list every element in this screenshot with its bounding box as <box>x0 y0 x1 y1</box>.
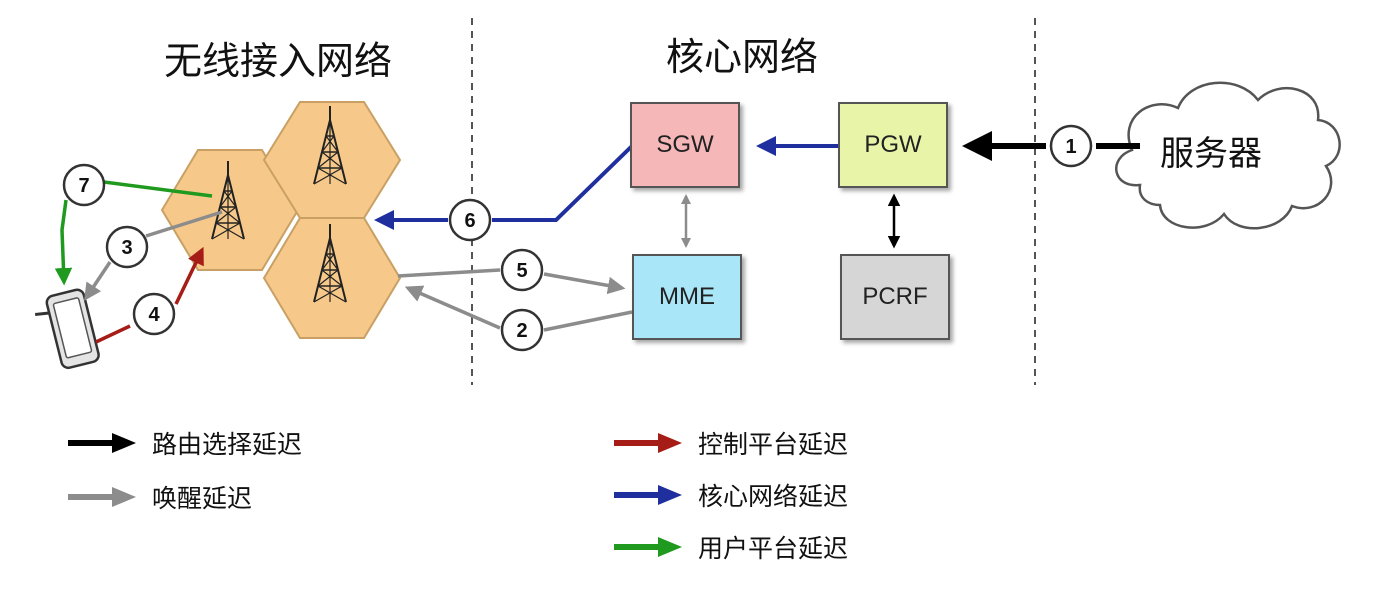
step4-arrow <box>174 246 204 305</box>
legend-arrow-icon <box>614 485 682 505</box>
legend-arrow-icon <box>614 433 682 453</box>
legend-arrow-icon <box>68 433 136 453</box>
step-number: 7 <box>78 175 89 197</box>
step-number: 5 <box>516 260 527 282</box>
step2-arrow <box>404 285 501 330</box>
step7-arrow <box>54 199 73 286</box>
step-number: 6 <box>464 210 475 232</box>
phone-icon <box>34 288 100 370</box>
cell-bottom <box>262 217 402 339</box>
step4-line <box>95 324 131 344</box>
step-5: 5 <box>500 248 544 292</box>
step-1: 1 <box>1049 124 1093 168</box>
sgw-node: SGW <box>630 102 740 188</box>
step2-line <box>543 310 633 332</box>
server-label: 服务器 <box>1160 134 1262 174</box>
step-number: 1 <box>1065 136 1076 158</box>
step5-arrow <box>543 272 626 295</box>
legend-label: 唤醒延迟 <box>152 484 253 513</box>
step-number: 3 <box>121 237 132 259</box>
legend-item-core-network: 核心网络延迟 <box>612 478 848 512</box>
step3-arrow <box>84 261 112 301</box>
legend-arrow-icon <box>68 487 136 507</box>
legend-item-user-plane: 用户平台延迟 <box>612 530 848 564</box>
legend-label: 用户平台延迟 <box>698 534 849 563</box>
step3-line <box>145 210 223 238</box>
mme-node: MME <box>632 254 742 340</box>
legend-arrow-icon <box>614 537 682 557</box>
step-4: 4 <box>132 292 176 336</box>
legend-label: 控制平台延迟 <box>698 430 849 459</box>
step-3: 3 <box>105 225 149 269</box>
step-number: 4 <box>148 304 160 326</box>
legend-label: 路由选择延迟 <box>152 430 303 459</box>
legend-item-routing: 路由选择延迟 <box>66 426 302 460</box>
step-number: 2 <box>516 320 527 342</box>
legend-item-wakeup: 唤醒延迟 <box>66 480 252 514</box>
sgw-to-step6-line <box>492 144 634 222</box>
pgw-node: PGW <box>838 102 948 188</box>
legend-item-control-plane: 控制平台延迟 <box>612 426 848 460</box>
step-2: 2 <box>500 308 544 352</box>
legend-label: 核心网络延迟 <box>698 482 849 511</box>
step7-line <box>103 180 213 198</box>
step5-line <box>397 268 501 278</box>
step-6: 6 <box>448 198 492 242</box>
step-7: 7 <box>62 163 106 207</box>
pcrf-node: PCRF <box>840 254 950 340</box>
core-network-title: 核心网络 <box>666 35 819 79</box>
cloud-icon <box>1115 81 1341 230</box>
access-network-title: 无线接入网络 <box>164 39 393 83</box>
